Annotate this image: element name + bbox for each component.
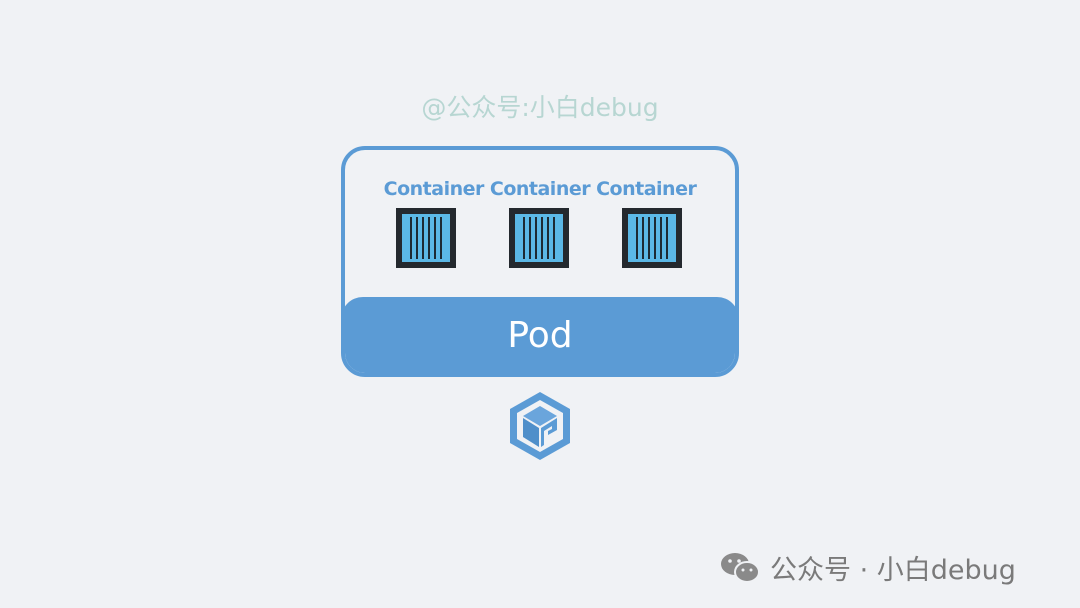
container-label: Container	[383, 178, 485, 200]
container-icon	[509, 208, 569, 268]
container-icon	[622, 208, 682, 268]
gke-logo-icon	[510, 392, 570, 460]
pod-box: Container Container Container Pod	[341, 146, 739, 377]
wechat-icon	[721, 552, 760, 583]
container-label: Container	[489, 178, 591, 200]
watermark: @公众号:小白debug	[421, 93, 659, 122]
container-icon	[396, 208, 456, 268]
pod-label: Pod	[345, 297, 735, 373]
footer: 公众号 · 小白debug	[720, 548, 1016, 587]
footer-text: 公众号 · 小白debug	[770, 555, 1016, 586]
container-labels: Container Container Container	[345, 178, 735, 200]
container-label: Container	[596, 178, 697, 200]
